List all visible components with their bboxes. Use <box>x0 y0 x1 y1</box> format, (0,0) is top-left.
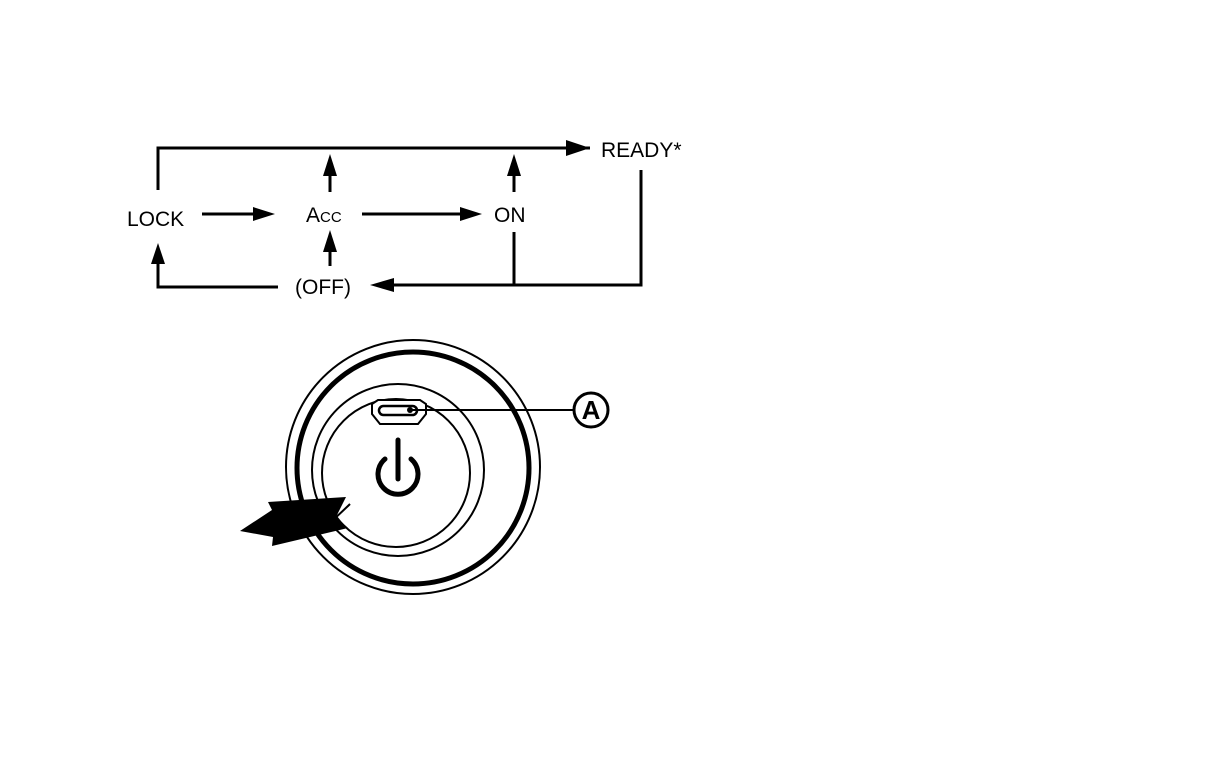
mode-transition-flow: LOCK ACC ON READY* (OFF) <box>127 139 682 299</box>
state-acc-label: ACC <box>306 204 342 227</box>
callout-letter: A <box>582 395 601 425</box>
ready-to-off-arrowhead <box>370 278 394 292</box>
lock-to-ready-arrowhead <box>566 140 590 156</box>
state-ready-label: READY* <box>601 139 682 162</box>
state-off-label: (OFF) <box>295 276 351 299</box>
state-on-label: ON <box>494 204 526 227</box>
off-to-lock-arrow <box>158 264 278 287</box>
acc-to-on-arrowhead <box>460 207 482 221</box>
lock-to-ready-arrow <box>158 148 590 190</box>
off-to-lock-arrowhead <box>151 243 165 264</box>
push-button-switch <box>240 340 540 594</box>
acc-to-ready-arrowhead <box>323 154 337 176</box>
off-to-acc-arrowhead <box>323 230 337 252</box>
state-acc-initial: A <box>306 204 320 227</box>
lock-to-acc-arrowhead <box>253 207 275 221</box>
state-acc-rest: CC <box>320 209 342 226</box>
callout-leader-dot <box>407 407 413 413</box>
ready-to-off-arrow <box>392 170 641 285</box>
on-to-ready-arrowhead <box>507 154 521 176</box>
state-lock-label: LOCK <box>127 208 184 231</box>
